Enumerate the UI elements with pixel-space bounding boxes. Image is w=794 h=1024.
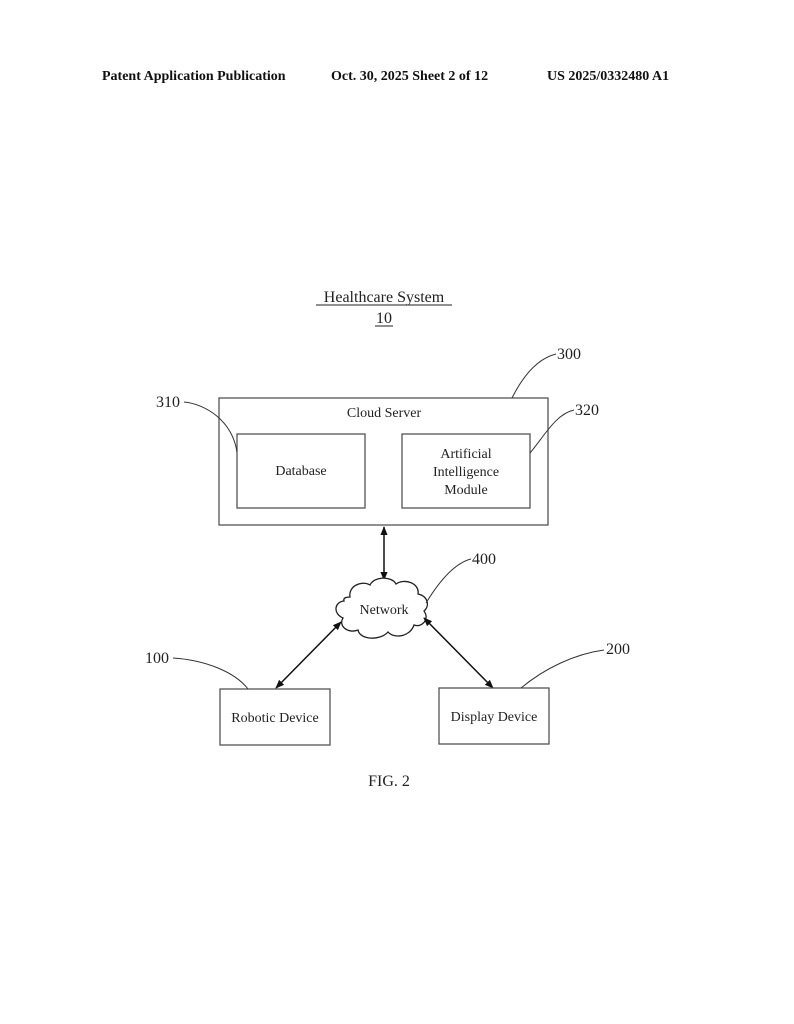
- ai-module-ref: 320: [575, 402, 599, 419]
- display-device-leader: [520, 649, 605, 689]
- robotic-device-node: Robotic Device: [219, 688, 331, 746]
- network-node: Network: [335, 577, 429, 639]
- header-publication: Patent Application Publication: [102, 69, 286, 84]
- robotic-device-label: Robotic Device: [231, 711, 318, 726]
- ai-module-leader: [529, 409, 575, 454]
- network-label: Network: [360, 603, 409, 618]
- figure-title-ref: 10: [376, 310, 392, 327]
- database-label: Database: [275, 464, 326, 479]
- database-ref: 310: [156, 394, 180, 411]
- ai-module-label-line-1: Artificial: [440, 447, 491, 462]
- robotic-device-leader: [172, 657, 249, 690]
- database-node: Database: [236, 433, 366, 509]
- network-leader: [425, 558, 472, 604]
- display-device-label: Display Device: [451, 710, 538, 725]
- arrow-network-display: [423, 617, 494, 689]
- ai-module-box: [401, 433, 531, 509]
- figure-caption: FIG. 2: [368, 773, 410, 790]
- ai-module-label-line-2: Intelligence: [433, 465, 499, 480]
- database-leader: [183, 401, 238, 453]
- robotic-device-ref: 100: [145, 650, 169, 667]
- cloud-server-leader: [511, 353, 557, 399]
- ai-module-label-line-3: Module: [444, 483, 488, 498]
- database-box: [236, 433, 366, 509]
- cloud-server-label: Cloud Server: [347, 406, 422, 421]
- display-device-ref: 200: [606, 641, 630, 658]
- display-device-box: [438, 687, 550, 745]
- figure-title: Healthcare System: [324, 289, 445, 306]
- display-device-node: Display Device: [438, 687, 550, 745]
- arrow-network-robotic: [275, 621, 342, 689]
- header-date-sheet: Oct. 30, 2025 Sheet 2 of 12: [331, 69, 489, 84]
- cloud-server-ref: 300: [557, 346, 581, 363]
- ai-module-node: Artificial Intelligence Module: [401, 433, 531, 509]
- robotic-device-box: [219, 688, 331, 746]
- network-cloud-icon: [335, 577, 429, 639]
- header-patent-number: US 2025/0332480 A1: [547, 69, 670, 84]
- network-ref: 400: [472, 551, 496, 568]
